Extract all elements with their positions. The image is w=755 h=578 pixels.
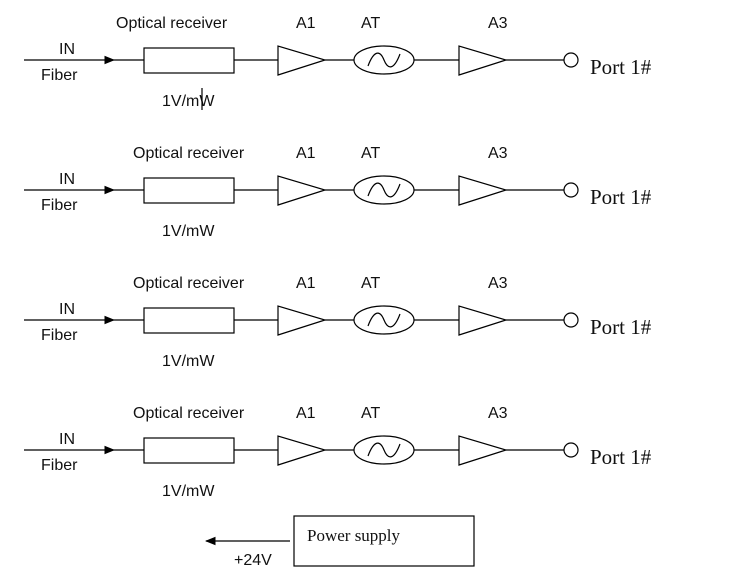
optical-receiver-block: [143, 177, 235, 204]
signal-chain-4: Optical receiver A1 AT A3 IN Fiber Port …: [24, 405, 652, 500]
receiver-label: Optical receiver: [133, 145, 245, 162]
amplifier-a1-icon: [277, 45, 328, 76]
fiber-label: Fiber: [41, 197, 78, 214]
amp1-label: A1: [296, 405, 316, 422]
attenuator-label: AT: [361, 145, 380, 162]
amplifier-a1-icon: [277, 435, 328, 466]
sine-wave-icon: [367, 442, 401, 458]
attenuator-label: AT: [361, 275, 380, 292]
sensitivity-label: 1V/mW: [162, 353, 215, 370]
signal-chain-1: Optical receiver A1 AT A3 IN Fiber Port …: [24, 15, 652, 110]
input-label: IN: [59, 171, 75, 188]
fiber-label: Fiber: [41, 457, 78, 474]
fiber-label: Fiber: [41, 67, 78, 84]
amplifier-a1-icon: [277, 175, 328, 206]
port-label: Port 1#: [590, 185, 652, 209]
fiber-label: Fiber: [41, 327, 78, 344]
sensitivity-label: 1V/mW: [162, 223, 215, 240]
attenuator-label: AT: [361, 15, 380, 32]
output-port-icon: [563, 442, 579, 458]
amp1-label: A1: [296, 145, 316, 162]
sine-wave-icon: [367, 312, 401, 328]
signal-chain-3: Optical receiver A1 AT A3 IN Fiber Port …: [24, 275, 652, 370]
output-port-icon: [563, 312, 579, 328]
amp3-label: A3: [488, 275, 508, 292]
receiver-label: Optical receiver: [116, 15, 228, 32]
amp3-label: A3: [488, 145, 508, 162]
amp3-label: A3: [488, 405, 508, 422]
input-label: IN: [59, 301, 75, 318]
output-port-icon: [563, 52, 579, 68]
port-label: Port 1#: [590, 315, 652, 339]
sensitivity-label: 1V/mW: [162, 483, 215, 500]
power-supply-block: [293, 515, 475, 567]
attenuator-label: AT: [361, 405, 380, 422]
optical-receiver-block: [143, 47, 235, 74]
amplifier-a3-icon: [458, 305, 509, 336]
sine-wave-icon: [367, 52, 401, 68]
optical-receiver-block: [143, 437, 235, 464]
amp3-label: A3: [488, 15, 508, 32]
amplifier-a3-icon: [458, 435, 509, 466]
amplifier-a1-icon: [277, 305, 328, 336]
optical-receiver-block: [143, 307, 235, 334]
port-label: Port 1#: [590, 445, 652, 469]
amplifier-a3-icon: [458, 175, 509, 206]
input-label: IN: [59, 431, 75, 448]
receiver-label: Optical receiver: [133, 275, 245, 292]
output-port-icon: [563, 182, 579, 198]
voltage-label: +24V: [234, 552, 272, 569]
port-label: Port 1#: [590, 55, 652, 79]
sine-wave-icon: [367, 182, 401, 198]
signal-chain-2: Optical receiver A1 AT A3 IN Fiber Port …: [24, 145, 652, 240]
sensitivity-label: 1V/mW: [162, 93, 215, 110]
amp1-label: A1: [296, 15, 316, 32]
receiver-label: Optical receiver: [133, 405, 245, 422]
power-supply-section: Power supply +24V: [204, 515, 475, 569]
power-supply-label: Power supply: [307, 526, 401, 545]
input-label: IN: [59, 41, 75, 58]
amp1-label: A1: [296, 275, 316, 292]
amplifier-a3-icon: [458, 45, 509, 76]
